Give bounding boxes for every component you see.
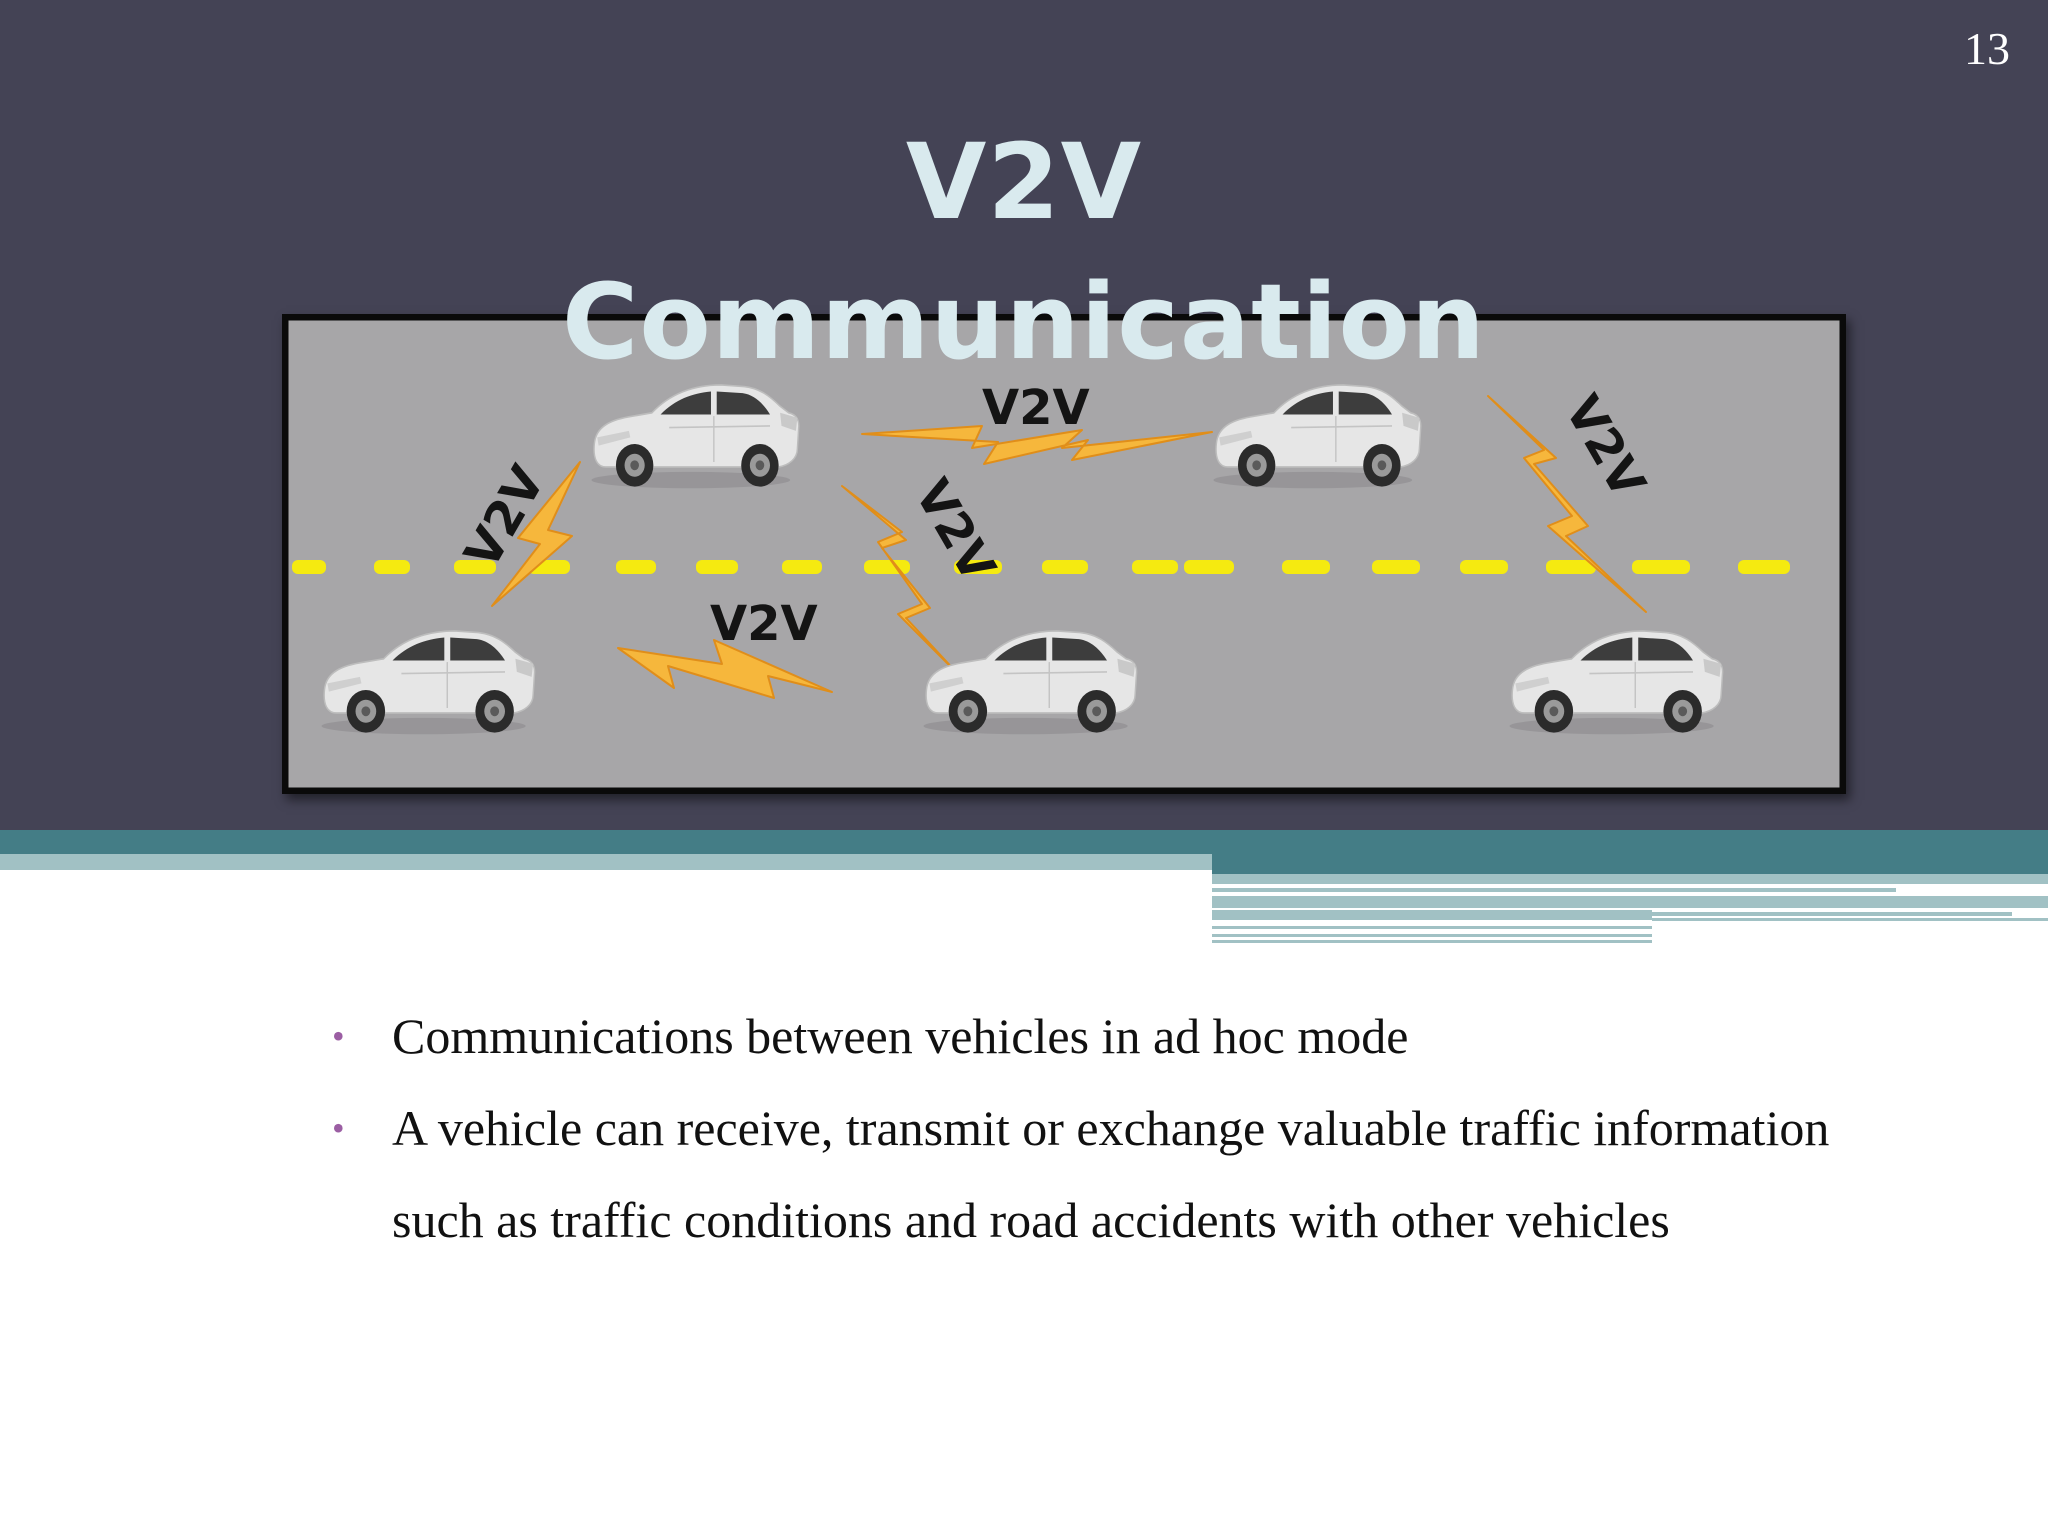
bullet-item-2: • A vehicle can receive, transmit or exc… xyxy=(330,1082,1850,1266)
bullet-list: • Communications between vehicles in ad … xyxy=(330,990,1850,1266)
teal-band-right xyxy=(1212,854,2048,874)
bullet-text-1: Communications between vehicles in ad ho… xyxy=(392,1008,1409,1064)
stripe-right-7 xyxy=(1212,926,1652,929)
signal-bolt-2 xyxy=(861,425,1213,465)
v2v-diagram: V2V V2V V2V V2V V2V xyxy=(282,314,1846,794)
lane-markings xyxy=(292,560,1790,574)
stripe-right-9 xyxy=(1212,940,1652,943)
link-label-2: V2V xyxy=(982,380,1090,436)
bullet-dot: • xyxy=(332,1016,345,1056)
stripe-right-1 xyxy=(1212,874,2048,884)
signal-bolts xyxy=(491,395,1647,699)
link-label-4: V2V xyxy=(710,596,818,652)
light-band-left xyxy=(0,854,1212,870)
signal-bolt-5 xyxy=(1487,395,1647,613)
bullet-dot: • xyxy=(332,1108,345,1148)
signal-bolt-4 xyxy=(617,639,833,699)
stripe-right-5 xyxy=(1652,912,2012,916)
slide-title-line-1: V2V xyxy=(905,121,1143,243)
stripe-right-2 xyxy=(1212,888,1896,892)
stripe-right-3 xyxy=(1212,896,2048,908)
page-number: 13 xyxy=(1964,23,2010,74)
stripe-right-8 xyxy=(1212,934,1652,937)
stripe-right-4 xyxy=(1212,910,1652,920)
slide-title-line-2: Communication xyxy=(562,261,1486,383)
bullet-item-1: • Communications between vehicles in ad … xyxy=(330,990,1850,1082)
signal-bolt-1 xyxy=(491,461,581,607)
teal-band xyxy=(0,830,2048,854)
stripe-right-6 xyxy=(1652,918,2048,921)
bullet-text-2: A vehicle can receive, transmit or excha… xyxy=(392,1100,1830,1248)
